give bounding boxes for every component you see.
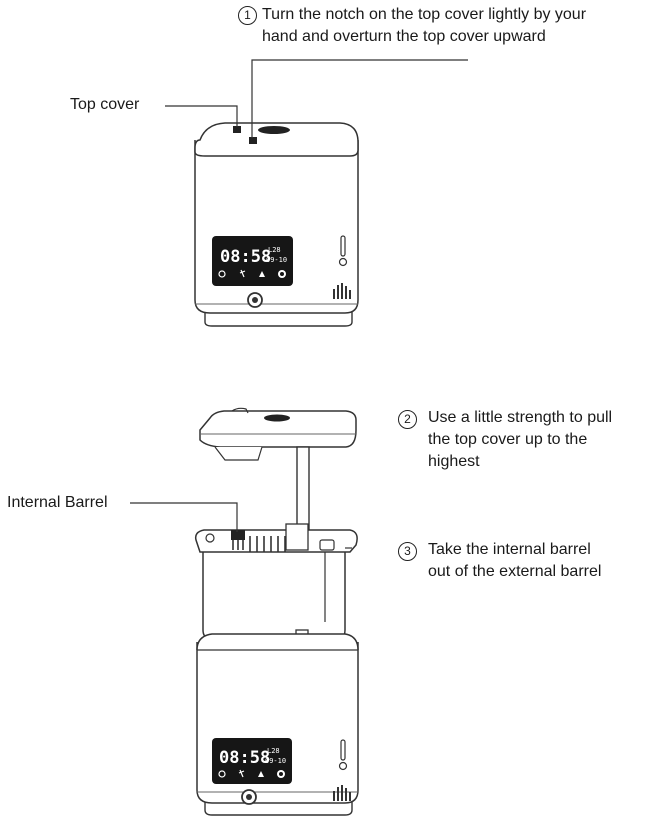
step-3-line-2: out of the external barrel	[428, 563, 602, 580]
step-number-2: 2	[398, 410, 417, 429]
top-grille	[258, 126, 290, 134]
step-number-1: 1	[238, 6, 257, 25]
display-time: 08:58	[220, 247, 271, 267]
step-2-line-2: the top cover up to the	[428, 431, 588, 448]
display-small-bottom-2: 09-10	[265, 757, 286, 765]
step-2-line-1: Use a little strength to pull	[428, 409, 613, 426]
step-1-line-1: Turn the notch on the top cover lightly …	[262, 6, 587, 23]
leader-lines	[130, 59, 468, 532]
internal-barrel	[202, 548, 346, 641]
label-top-cover: Top cover	[70, 96, 140, 113]
label-internal-barrel: Internal Barrel	[7, 494, 108, 511]
display-small-top: L28	[268, 246, 281, 254]
device-exploded	[194, 407, 359, 816]
step-1-line-2: hand and overturn the top cover upward	[262, 28, 546, 45]
display-small-top-2: L28	[267, 747, 280, 755]
display-time-2: 08:58	[219, 748, 270, 768]
step-3-line-1: Take the internal barrel	[428, 541, 591, 558]
lifted-top-cover	[199, 410, 357, 448]
display-small-bottom: 09-10	[266, 256, 287, 264]
step-2-line-3: highest	[428, 453, 480, 470]
device-assembled	[194, 122, 359, 327]
lcd-display	[212, 236, 293, 286]
step-number-3: 3	[398, 542, 417, 561]
notch-left	[233, 126, 241, 133]
device-body	[194, 140, 359, 314]
notch	[249, 137, 257, 144]
